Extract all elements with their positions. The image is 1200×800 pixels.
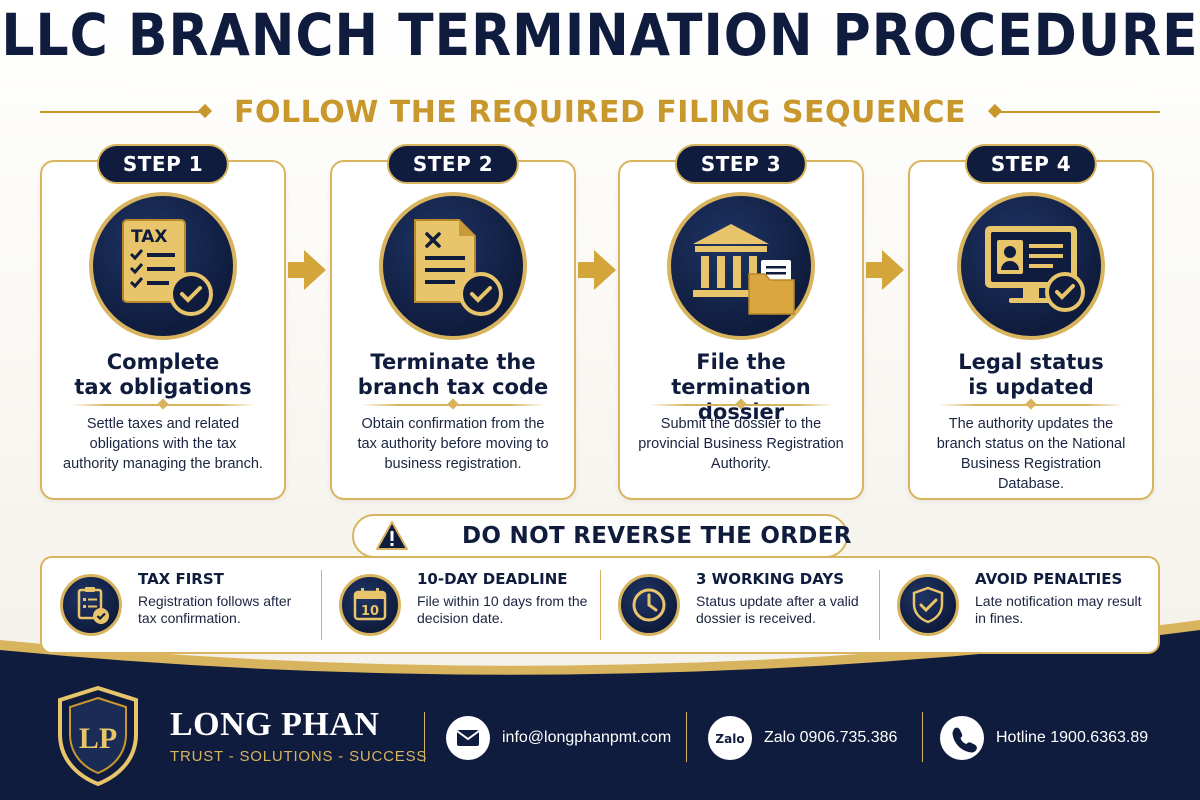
info-desc-deadline: File within 10 days from the decision da… [417, 593, 588, 626]
step-divider-4 [938, 404, 1124, 406]
shield-check-icon [897, 574, 959, 636]
info-desc-tax-first: Registration follows after tax confirmat… [138, 593, 292, 626]
page-title: LLC BRANCH TERMINATION PROCEDURE [1, 2, 1199, 70]
step-title-2: Terminate the branch tax code [357, 350, 549, 399]
cancelled-document-check-icon [379, 192, 527, 340]
step-card-2: STEP 2 Terminate the branch tax code Obt… [330, 144, 576, 500]
step-badge-4: STEP 4 [964, 144, 1098, 184]
step-description-2: Obtain confirmation from the tax authori… [357, 416, 549, 472]
brand-name: LONG PHAN [170, 706, 380, 743]
subtitle-row: FOLLOW THE REQUIRED FILING SEQUENCE [40, 92, 1161, 132]
step-card-1: STEP 1 TAX Complete tax obligations Sett… [40, 144, 286, 500]
arrow-right-icon [288, 250, 326, 290]
zalo-icon: Zalo [708, 716, 752, 760]
step-title-4: Legal status is updated [958, 350, 1104, 399]
step-title-1: Complete tax obligations [74, 350, 252, 399]
calendar-icon: 10 [339, 574, 401, 636]
tax-document-check-icon: TAX [89, 192, 237, 340]
contact-zalo[interactable]: Zalo Zalo 0906.735.386 [708, 716, 897, 760]
footer: LP LONG PHAN TRUST - SOLUTIONS - SUCCESS… [0, 680, 1200, 800]
step-description-1: Settle taxes and related obligations wit… [63, 416, 263, 472]
subtitle-divider-right [989, 111, 1161, 113]
step-badge-3: STEP 3 [674, 144, 808, 184]
hotline-number[interactable]: Hotline 1900.6363.89 [996, 729, 1149, 746]
footer-separator [922, 712, 923, 762]
step-divider-2 [360, 404, 546, 406]
info-title-penalties: AVOID PENALTIES [975, 570, 1123, 588]
email-icon [446, 716, 490, 760]
brand-slogan: TRUST - SOLUTIONS - SUCCESS [170, 748, 428, 765]
footer-separator [686, 712, 687, 762]
email-address[interactable]: info@longphanpmt.com [502, 729, 672, 746]
step-card-3: STEP 3 File the termination dossier Subm… [618, 144, 864, 500]
warning-text: DO NOT REVERSE THE ORDER [462, 523, 852, 549]
zalo-icon-label: Zalo [715, 732, 744, 746]
subtitle-divider-left [40, 111, 211, 113]
step-badge-2: STEP 2 [386, 144, 520, 184]
logo-monogram: LP [79, 722, 117, 755]
info-title-deadline: 10-DAY DEADLINE [417, 570, 568, 588]
step-description-4: The authority updates the branch status … [936, 416, 1126, 492]
step-card-4: STEP 4 Legal status is updated The autho… [908, 144, 1154, 500]
arrow-right-icon [866, 250, 904, 290]
info-item-tax-first: TAX FIRST Registration follows after tax… [42, 558, 321, 652]
info-item-working-days: 3 WORKING DAYS Status update after a val… [600, 558, 879, 652]
calendar-day-label: 10 [361, 604, 379, 619]
zalo-number[interactable]: Zalo 0906.735.386 [764, 729, 898, 746]
info-item-deadline: 10 10-DAY DEADLINE File within 10 days f… [321, 558, 600, 652]
info-title-working-days: 3 WORKING DAYS [696, 570, 845, 588]
footer-background [0, 620, 1200, 800]
info-desc-penalties: Late notification may result in fines. [975, 593, 1142, 626]
phone-icon [940, 716, 984, 760]
government-building-folder-icon [667, 192, 815, 340]
computer-profile-check-icon [957, 192, 1105, 340]
step-description-3: Submit the dossier to the provincial Bus… [638, 416, 844, 472]
info-row: TAX FIRST Registration follows after tax… [40, 556, 1160, 654]
step-divider-1 [70, 404, 256, 406]
step-badge-1: STEP 1 [96, 144, 230, 184]
clock-icon [618, 574, 680, 636]
step-divider-3 [648, 404, 834, 406]
tax-icon-label: TAX [131, 227, 168, 247]
arrow-right-icon [578, 250, 616, 290]
footer-separator [424, 712, 425, 762]
contact-email[interactable]: info@longphanpmt.com [446, 716, 671, 760]
contact-hotline[interactable]: Hotline 1900.6363.89 [940, 716, 1148, 760]
clipboard-check-icon [60, 574, 122, 636]
long-phan-logo: LP [56, 685, 140, 787]
info-item-penalties: AVOID PENALTIES Late notification may re… [879, 558, 1158, 652]
warning-triangle-icon [376, 520, 408, 552]
info-title-tax-first: TAX FIRST [138, 570, 224, 588]
info-desc-working-days: Status update after a valid dossier is r… [696, 593, 859, 626]
warning-banner: DO NOT REVERSE THE ORDER [352, 514, 851, 558]
page-subtitle: FOLLOW THE REQUIRED FILING SEQUENCE [234, 94, 966, 130]
